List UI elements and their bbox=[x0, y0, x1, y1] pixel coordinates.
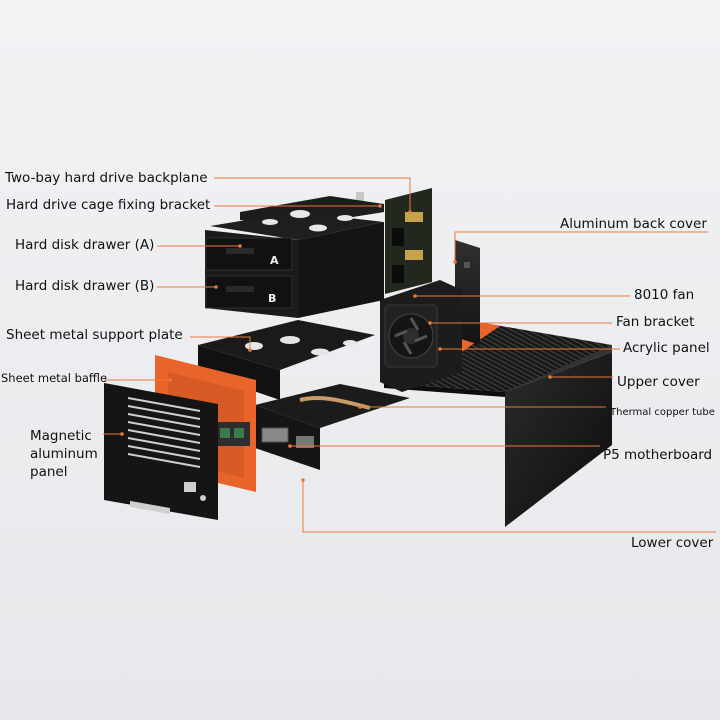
label-drawer-b: Hard disk drawer (B) bbox=[15, 278, 155, 294]
leader-dot-lower-cover bbox=[301, 478, 305, 482]
label-support-plate: Sheet metal support plate bbox=[6, 327, 183, 343]
leader-dot-magnetic-panel bbox=[120, 432, 124, 436]
label-back-cover: Aluminum back cover bbox=[560, 216, 707, 232]
leader-dot-fan bbox=[413, 294, 417, 298]
label-copper-tube: Thermal copper tube bbox=[610, 407, 715, 418]
drawer-a-letter: A bbox=[270, 254, 279, 267]
leader-dot-back-cover bbox=[453, 260, 457, 264]
hard-drive-backplane bbox=[356, 188, 432, 294]
leader-backplane bbox=[214, 177, 411, 212]
leader-dot-cage-bracket bbox=[378, 204, 382, 208]
leader-dot-support-plate bbox=[248, 348, 252, 352]
leader-dot-copper-tube bbox=[358, 405, 362, 409]
leader-support-plate bbox=[190, 336, 251, 350]
leader-dot-fan-bracket bbox=[428, 321, 432, 325]
leader-dot-drawer-b bbox=[214, 285, 218, 289]
fan-8010 bbox=[384, 304, 438, 368]
p5-motherboard bbox=[255, 384, 410, 470]
drawer-b-letter: B bbox=[268, 292, 276, 305]
label-upper-cover: Upper cover bbox=[617, 374, 700, 390]
leader-dot-backplane bbox=[408, 210, 412, 214]
label-baffle: Sheet metal baffle bbox=[1, 371, 108, 385]
leader-dot-upper-cover bbox=[548, 375, 552, 379]
hard-disk-drawer-a: A bbox=[205, 237, 293, 271]
label-lower-cover: Lower cover bbox=[631, 535, 714, 551]
label-acrylic-panel: Acrylic panel bbox=[623, 340, 710, 356]
leader-dot-drawer-a bbox=[238, 244, 242, 248]
label-magnetic-panel: Magnetic aluminum panel bbox=[30, 428, 98, 481]
leader-lower-cover bbox=[302, 480, 716, 533]
leader-dot-acrylic-panel bbox=[438, 347, 442, 351]
magnetic-aluminum-panel bbox=[104, 383, 218, 520]
hard-disk-drawer-b: B bbox=[205, 275, 293, 309]
label-fan-bracket: Fan bracket bbox=[616, 314, 695, 330]
label-fan: 8010 fan bbox=[634, 287, 695, 303]
label-drawer-a: Hard disk drawer (A) bbox=[15, 237, 155, 253]
leader-dot-baffle bbox=[168, 378, 172, 382]
leader-back-cover bbox=[454, 231, 708, 262]
sheet-metal-support-plate bbox=[198, 320, 375, 400]
label-motherboard: P5 motherboard bbox=[603, 447, 713, 463]
label-cage-bracket: Hard drive cage fixing bracket bbox=[6, 197, 211, 213]
leader-dot-motherboard bbox=[288, 444, 292, 448]
leader-lines bbox=[103, 177, 716, 533]
label-backplane: Two-bay hard drive backplane bbox=[5, 170, 208, 186]
